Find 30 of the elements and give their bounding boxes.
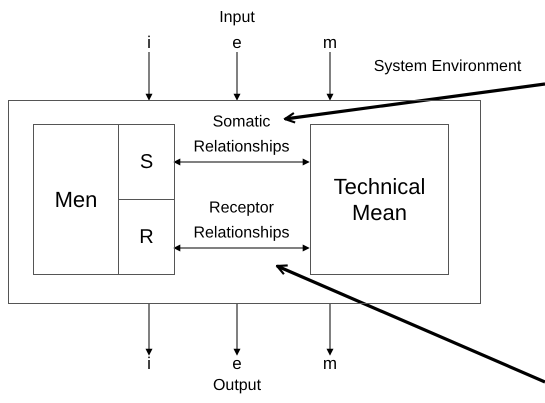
process-box	[310, 124, 449, 275]
arrow	[234, 52, 240, 101]
arrow	[146, 304, 152, 356]
arrow	[284, 82, 545, 124]
box-label: S	[140, 150, 154, 174]
arrow	[326, 52, 334, 101]
arrow	[276, 264, 545, 384]
node-label: m	[320, 355, 340, 373]
process-box	[118, 199, 175, 275]
process-box	[33, 124, 119, 275]
node-label: e	[229, 34, 245, 52]
edge-label: Receptor Relationships	[192, 198, 291, 244]
arrow	[146, 52, 152, 101]
process-box	[118, 124, 175, 200]
box-label: Men	[54, 186, 98, 212]
node-label: i	[141, 355, 157, 373]
node-label: e	[229, 355, 245, 373]
arrow	[326, 304, 334, 356]
node-label: System Environment	[350, 56, 545, 78]
box-label: R	[139, 226, 154, 248]
arrow	[234, 304, 240, 356]
arrow	[173, 244, 310, 252]
node-label: i	[141, 34, 157, 52]
io-label: Input	[219, 9, 255, 27]
arrow	[173, 158, 310, 166]
system-box	[8, 100, 481, 304]
io-label: Output	[212, 377, 262, 395]
node-label: m	[320, 34, 340, 52]
edge-label: Somatic Relationships	[192, 112, 291, 158]
box-label: Technical Mean	[332, 174, 426, 225]
